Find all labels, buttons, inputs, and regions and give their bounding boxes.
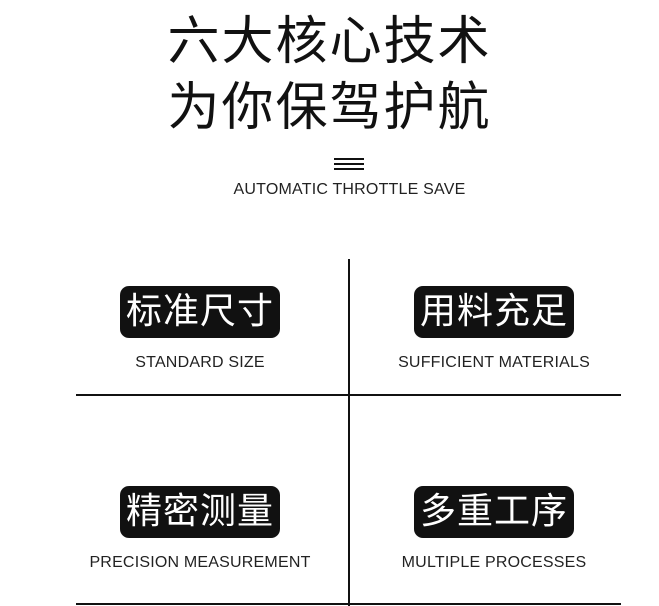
feature-badge: 用料充足 <box>413 286 574 338</box>
feature-caption: MULTIPLE PROCESSES <box>401 554 587 571</box>
feature-badge: 多重工序 <box>413 486 574 538</box>
page-title-line-1: 六大核心技术 <box>167 12 492 72</box>
feature-sufficient-materials: 用料充足 SUFFICIENT MATERIALS <box>364 286 624 372</box>
feature-standard-size: 标准尺寸 STANDARD SIZE <box>70 286 330 372</box>
feature-caption: PRECISION MEASUREMENT <box>89 554 311 571</box>
feature-caption: STANDARD SIZE <box>135 354 265 371</box>
feature-precision-measurement: 精密测量 PRECISION MEASUREMENT <box>70 486 330 572</box>
page-title-line-2: 为你保驾护航 <box>167 78 492 138</box>
grid-divider-vertical <box>348 259 350 606</box>
grid-divider-horizontal <box>76 394 621 396</box>
grid-divider-bottom <box>76 603 621 605</box>
menu-lines-icon <box>334 156 364 172</box>
page-subtitle: AUTOMATIC THROTTLE SAVE <box>233 181 466 198</box>
feature-badge: 标准尺寸 <box>119 286 280 338</box>
feature-multiple-processes: 多重工序 MULTIPLE PROCESSES <box>364 486 624 572</box>
feature-caption: SUFFICIENT MATERIALS <box>398 354 590 371</box>
feature-badge: 精密测量 <box>119 486 280 538</box>
